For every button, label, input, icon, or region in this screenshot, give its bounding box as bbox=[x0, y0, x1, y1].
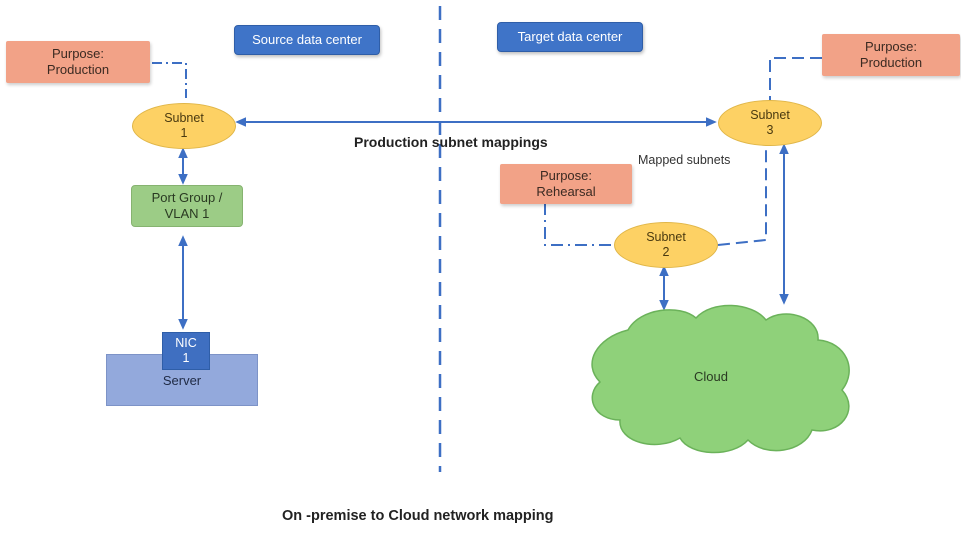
mapped-subnets-connector bbox=[717, 148, 767, 246]
production-mappings-label: Production subnet mappings bbox=[354, 134, 548, 150]
rehearsal-purpose-connector bbox=[544, 203, 618, 246]
purpose-title: Purpose: bbox=[539, 168, 593, 183]
cloud-label: Cloud bbox=[694, 369, 728, 384]
purpose-source-production: Purpose: Production bbox=[6, 41, 150, 83]
subnet-label: Subnet bbox=[750, 108, 790, 122]
diagram-caption: On -premise to Cloud network mapping bbox=[282, 508, 554, 524]
target-data-center-text: Target data center bbox=[517, 29, 623, 44]
target-purpose-connector bbox=[769, 57, 822, 102]
purpose-value: Production bbox=[46, 62, 110, 77]
cloud-shape bbox=[591, 304, 850, 454]
subnet-3: Subnet 3 bbox=[718, 100, 822, 146]
server-label: Server bbox=[162, 373, 202, 388]
purpose-rehearsal: Purpose: Rehearsal bbox=[500, 164, 632, 204]
purpose-title: Purpose: bbox=[51, 46, 105, 61]
nic-box: NIC 1 bbox=[162, 332, 210, 370]
subnet-1: Subnet 1 bbox=[132, 103, 236, 149]
source-data-center-label: Source data center bbox=[234, 25, 380, 55]
target-data-center-label: Target data center bbox=[497, 22, 643, 52]
subnet-number: 1 bbox=[180, 126, 188, 140]
source-data-center-text: Source data center bbox=[252, 32, 362, 47]
nic-label: NIC bbox=[175, 336, 197, 350]
purpose-value: Rehearsal bbox=[536, 184, 596, 199]
port-group-label: Port Group / bbox=[151, 190, 223, 205]
subnet-label: Subnet bbox=[646, 230, 686, 244]
purpose-title: Purpose: bbox=[864, 39, 918, 54]
purpose-target-production: Purpose: Production bbox=[822, 34, 960, 76]
subnet-number: 2 bbox=[662, 245, 670, 259]
subnet-label: Subnet bbox=[164, 111, 204, 125]
nic-number: 1 bbox=[182, 351, 190, 365]
subnet-number: 3 bbox=[766, 123, 774, 137]
subnet-2: Subnet 2 bbox=[614, 222, 718, 268]
vlan-label: VLAN 1 bbox=[164, 206, 210, 221]
purpose-value: Production bbox=[859, 55, 923, 70]
port-group-vlan: Port Group / VLAN 1 bbox=[131, 185, 243, 227]
mapped-subnets-label: Mapped subnets bbox=[638, 153, 731, 167]
source-purpose-connector bbox=[152, 62, 187, 98]
